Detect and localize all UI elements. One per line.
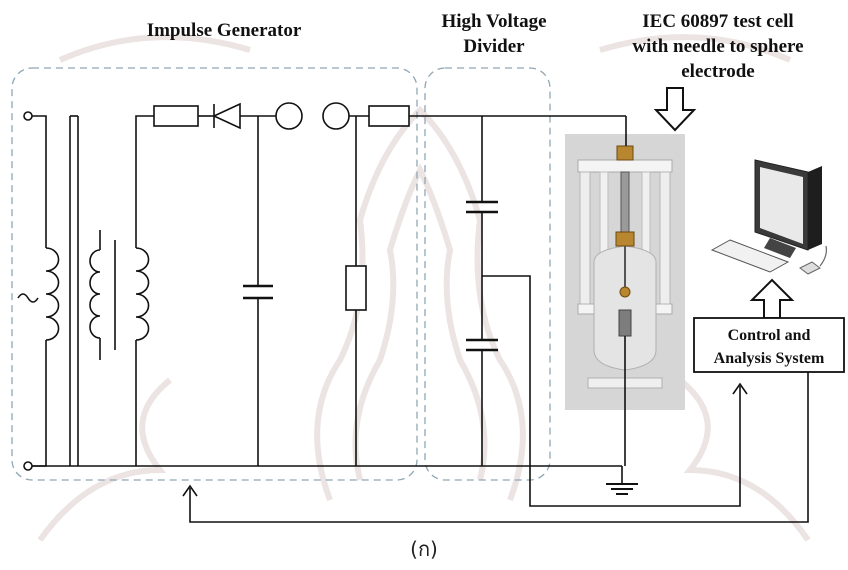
secondary-coil <box>135 247 150 341</box>
input-wire-bottom <box>32 340 47 467</box>
ground-symbol-icon <box>606 483 638 495</box>
desktop-computer-icon <box>710 159 827 275</box>
test-cell-title-line3: electrode <box>681 61 755 82</box>
divider-signal-arrowhead <box>732 382 748 395</box>
charging-resistor <box>153 105 199 127</box>
impulse-generator-title: Impulse Generator <box>147 20 302 41</box>
primary-coil <box>45 247 60 341</box>
input-terminal-top <box>23 111 33 121</box>
middle-coil <box>89 249 101 339</box>
sphere-gap-left <box>275 102 303 130</box>
input-terminal-bottom <box>23 461 33 471</box>
figure-caption: (ก) <box>410 537 438 561</box>
test-cell-title-line1: IEC 60897 test cell <box>642 11 793 32</box>
watermark-seal <box>37 34 811 542</box>
discharge-resistor <box>345 265 367 311</box>
sphere-gap-right <box>322 102 350 130</box>
series-resistor <box>368 105 410 127</box>
feedback-arrowhead <box>182 484 198 497</box>
tilde-mark <box>17 293 39 303</box>
control-box-line2: Analysis System <box>714 350 825 367</box>
impulse-generator-box <box>11 67 418 481</box>
divider-tap-wire <box>482 275 741 507</box>
input-wire-top <box>32 115 47 248</box>
arrow-down-outline-icon <box>653 87 697 132</box>
hv-divider-box <box>424 67 551 481</box>
hv-divider-title-line1: High Voltage <box>441 11 546 32</box>
control-feedback-wire <box>189 372 809 523</box>
control-analysis-box <box>693 317 845 373</box>
hv-divider-title-line2: Divider <box>463 36 525 57</box>
control-box-line1: Control and <box>728 327 811 344</box>
arrow-up-outline-icon <box>749 278 795 319</box>
secondary-top-wire <box>135 115 154 248</box>
rectifier-diode <box>212 102 241 130</box>
test-cell-title-line2: with needle to sphere <box>632 36 803 57</box>
